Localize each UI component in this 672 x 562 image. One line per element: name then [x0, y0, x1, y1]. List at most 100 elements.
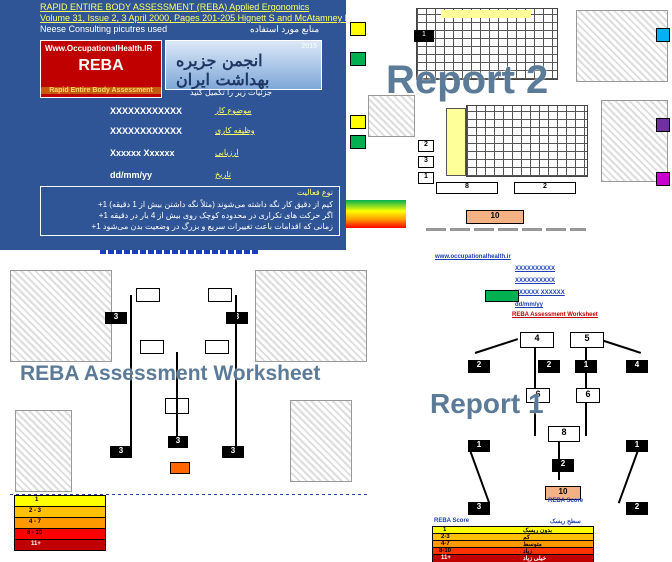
report-1-title: REBA Assessment Worksheet — [512, 312, 598, 318]
body-sketches-left — [10, 270, 112, 362]
upper-arm-score-box — [208, 288, 232, 302]
activity-note-box: نوع فعالیت +1 کیم از دقیق کار نگه داشته … — [40, 186, 340, 236]
ws-score-3: 3 — [110, 446, 132, 458]
posture-images-top — [576, 10, 668, 82]
r1-table-a-right: 5 — [570, 332, 604, 348]
r1-score-b: 6 — [576, 388, 600, 403]
logo-website: Www.OccupationalHealth.IR — [45, 44, 153, 53]
note-line-1: +1 کیم از دقیق کار نگه داشته می‌شوند (مث… — [97, 200, 333, 209]
r1-score-a: 6 — [526, 388, 550, 403]
lower-arm-score-box — [205, 340, 229, 354]
reference-source: منابع مورد استفاده — [250, 24, 320, 34]
legend-label-5: 11+ — [31, 541, 41, 547]
logo-fullname: Rapid Entire Body Assessment — [41, 87, 161, 94]
legend-label-2: 2 - 3 — [29, 508, 42, 514]
field-value-date[interactable]: dd/mm/yy — [110, 170, 153, 180]
field-label-task: وظیفه کاری — [215, 126, 255, 135]
r1-row4-score: 8-10 — [439, 548, 452, 554]
worksheet-panel: 3 3 3 3 3 1 2 - 3 4 - 7 8 - 10 11+ REBA … — [0, 250, 380, 562]
report-1-field-1: XXXXXXXXXX — [515, 266, 556, 272]
r1-score-c: 8 — [548, 426, 580, 442]
r1-table-row-5: 11+ خیلی زیاد — [432, 554, 594, 562]
p2-bottom-score-a: 8 — [436, 182, 498, 194]
society-banner: انجمن جزیره بهداشت ایران 2015 — [165, 40, 322, 90]
r1-row5-score: 11+ — [441, 555, 451, 561]
r1-row3-risk: متوسط — [523, 542, 542, 548]
reference-line-1: RAPID ENTIRE BODY ASSESSMENT (REBA) Appl… — [40, 2, 310, 12]
field-label-date: تاریخ — [215, 170, 231, 179]
p2-final-score: 10 — [466, 210, 524, 224]
field-value-subject[interactable]: XXXXXXXXXXXX — [110, 106, 183, 116]
p2-risk-legend — [346, 200, 406, 228]
table-c-grid — [466, 105, 588, 177]
r1-table-head-risk: سطح ریسک — [550, 519, 581, 525]
ws-score-1: 3 — [105, 312, 127, 324]
banner-year: 2015 — [301, 43, 317, 50]
p2-bottom-score-b: 2 — [514, 182, 576, 194]
ws-line-1 — [130, 295, 132, 455]
p2-footer-rule — [426, 228, 586, 231]
p2-color-4 — [350, 135, 366, 149]
p2-color-2 — [350, 52, 366, 66]
r1-row2-risk: کم — [523, 535, 530, 541]
report-1-link[interactable]: www.occupationalhealth.ir — [435, 254, 511, 260]
report-2-panel: 1 2 3 1 8 2 10 Report 2 — [346, 0, 672, 250]
ws-score-2: 3 — [226, 312, 248, 324]
table-a-grid — [416, 8, 558, 80]
ws-line-3 — [176, 352, 178, 436]
legend-label-4: 8 - 10 — [27, 530, 43, 536]
reba-form-panel: RAPID ENTIRE BODY ASSESSMENT (REBA) Appl… — [0, 0, 346, 250]
r1-left-arm: 2 — [468, 360, 490, 373]
r1-mid-a: 2 — [538, 360, 560, 373]
report-1-field-2: XXXXXXXXXX — [515, 278, 556, 284]
logo-title: REBA — [78, 57, 124, 74]
note-line-3: +1 زمانی که اقدامات باعث تغییرات سریع و … — [91, 222, 333, 231]
form-instruction: جزئیات زیر را تکمیل کنید — [190, 88, 273, 97]
report-1-color-box — [485, 290, 519, 302]
ws-score-5: 3 — [168, 436, 188, 448]
p2-color-5 — [656, 28, 670, 42]
report-1-panel: www.occupationalhealth.ir XXXXXXXXXX XXX… — [430, 250, 672, 562]
posture-images-right — [601, 100, 668, 182]
field-value-assessor[interactable]: Xxxxxx Xxxxxx — [110, 148, 175, 158]
r1-row5-risk: خیلی زیاد — [523, 556, 547, 562]
r1-side-right-bottom: 2 — [626, 502, 648, 515]
p2-score-box-1: 1 — [414, 30, 434, 42]
arm-sketches — [290, 400, 352, 482]
field-label-subject: موضوع کار — [215, 106, 252, 115]
ws-line-2 — [235, 295, 237, 455]
legend-row-5: 11+ — [14, 539, 106, 551]
reba-logo: Www.OccupationalHealth.IR REBA Rapid Ent… — [40, 40, 162, 98]
p2-score-b: 3 — [418, 156, 434, 168]
trunk-score-box — [140, 340, 164, 354]
body-sketches-right — [255, 270, 367, 362]
r1-row3-score: 4-7 — [441, 541, 450, 547]
ws-score-4: 3 — [222, 446, 244, 458]
r1-side-right-top: 1 — [626, 440, 648, 452]
p2-color-6 — [656, 118, 670, 132]
posture-images-left — [368, 95, 415, 137]
risk-legend: 1 2 - 3 4 - 7 8 - 10 11+ — [14, 495, 106, 555]
banner-text: انجمن جزیره بهداشت ایران — [176, 51, 270, 89]
field-label-assessor: ارزیابی — [215, 148, 239, 157]
legend-top-rule — [10, 494, 370, 495]
r1-line-2 — [597, 338, 642, 354]
report-1-overlay-label: Report 1 — [430, 388, 544, 419]
reference-line-3: Neese Consulting picutres used — [40, 24, 168, 34]
neck-score-box — [136, 288, 160, 302]
r1-right-arm: 4 — [626, 360, 648, 373]
r1-mid-b: 1 — [575, 360, 597, 373]
r1-table-head-score: REBA Score — [434, 518, 470, 524]
legend-label-3: 4 - 7 — [29, 519, 42, 525]
r1-line-6 — [467, 446, 491, 504]
table-c-rowhead — [446, 108, 466, 176]
worksheet-title-rule — [100, 250, 260, 254]
r1-row2-score: 2-3 — [441, 534, 450, 540]
note-title: نوع فعالیت — [296, 188, 333, 197]
r1-reba-score-label: REBA Score — [548, 498, 584, 504]
r1-row1-risk: بدون ریسک — [523, 528, 553, 534]
p2-color-7 — [656, 172, 670, 186]
field-value-task[interactable]: XXXXXXXXXXXX — [110, 126, 183, 136]
r1-line-1 — [474, 338, 519, 354]
